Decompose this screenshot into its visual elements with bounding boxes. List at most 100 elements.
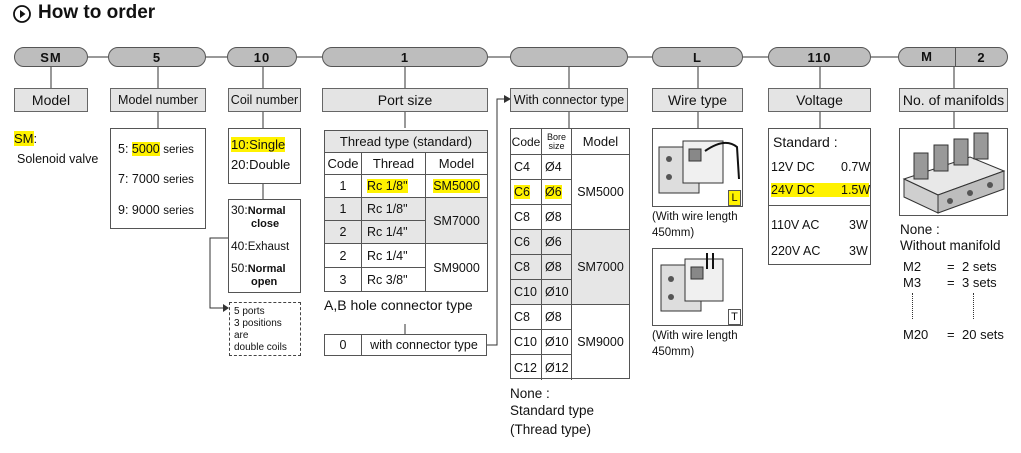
model-number-item-1: 5: 5000 series <box>118 142 194 156</box>
code-pill-manifold-m: M <box>899 48 956 66</box>
conn-row-bore: Ø8 <box>542 255 572 280</box>
port-ab-label: A,B hole connector type <box>324 297 473 313</box>
wire-caption-l-2: 450mm) <box>652 227 695 239</box>
coil-sub-40: 40:Exhaust <box>231 239 289 253</box>
header-port-size: Port size <box>322 88 488 112</box>
wire-caption-l-1: (With wire length <box>652 211 738 223</box>
voltage-w: 0.7W <box>841 160 871 174</box>
manifold-sets: 3 sets <box>962 275 997 290</box>
conn-row-code: C10 <box>511 280 542 305</box>
voltage-row-110v: 110V AC 3W <box>771 218 869 232</box>
coil-sub-code: 50: <box>231 261 248 275</box>
wire-tag-l: L <box>728 190 741 206</box>
conn-col-bore-l2: size <box>548 140 565 151</box>
wire-tag-l-text: L <box>731 192 738 204</box>
manifold-icon <box>902 132 1006 214</box>
port-row-thread: Rc 1/8" <box>362 198 426 221</box>
manifold-eq: = <box>947 327 955 342</box>
port-model-value: SM5000 <box>433 179 480 193</box>
code-pill-port: 1 <box>322 47 488 67</box>
voltage-v: 220V AC <box>771 244 821 258</box>
connector-type-code: 0 <box>325 335 362 355</box>
port-row-thread: Rc 1/8" <box>362 175 426 198</box>
conn-row-bore: Ø8 <box>542 305 572 330</box>
header-model: Model <box>14 88 88 112</box>
conn-row-code-text: C4 <box>514 160 530 174</box>
port-row-code: 3 <box>325 268 362 291</box>
mn-prefix: 5: <box>118 142 129 156</box>
manifold-sets: 2 sets <box>962 259 997 274</box>
code-pill-model: SM <box>14 47 88 67</box>
port-row-code: 2 <box>325 244 362 268</box>
port-model-sm9000: SM9000 <box>433 260 480 275</box>
port-row-code: 1 <box>325 198 362 221</box>
conn-row-code: C12 <box>511 355 542 380</box>
coil-note-line: double coils <box>234 342 287 353</box>
port-col-code: Code <box>325 153 362 175</box>
coil-sub-30: 30:Normal close <box>231 204 286 230</box>
mn-suffix: series <box>163 174 194 186</box>
model-code-colon: : <box>33 131 38 146</box>
coil-sub-line1: Exhaust <box>247 241 290 253</box>
connector-type-label: with connector type <box>370 338 478 352</box>
conn-row-bore-text: Ø10 <box>545 285 569 299</box>
conn-row-code: C4 <box>511 155 542 180</box>
model-number-item-2: 7: 7000 series <box>118 172 194 186</box>
conn-row-bore-text: Ø6 <box>545 235 562 249</box>
wire-caption-t-1: (With wire length <box>652 330 738 342</box>
model-number-item-3: 9: 9000 series <box>118 203 194 217</box>
mn-value: 9000 <box>131 203 160 217</box>
coil-note-line: 3 positions are <box>234 318 282 341</box>
manifold-eq: = <box>947 275 955 290</box>
conn-model-sm7000: SM7000 <box>572 230 629 305</box>
coil-sub-line1: Normal <box>247 205 286 217</box>
model-code: SM: <box>14 131 37 146</box>
header-voltage: Voltage <box>768 88 871 112</box>
coil-item-single: 10:Single <box>231 137 286 152</box>
coil-item-double: 20:Double <box>231 157 291 172</box>
port-row-thread: Rc 3/8" <box>362 268 426 291</box>
voltage-divider <box>768 205 871 206</box>
conn-row-code: C8 <box>511 255 542 280</box>
voltage-w: 3W <box>849 218 868 232</box>
title-bullet-icon <box>13 5 31 23</box>
conn-none-desc2: (Thread type) <box>510 422 592 437</box>
conn-row-code: C8 <box>511 305 542 330</box>
wire-tag-t: T <box>728 309 741 325</box>
page-title: How to order <box>38 2 156 23</box>
header-manifold: No. of manifolds <box>899 88 1008 112</box>
conn-row-bore: Ø12 <box>542 355 572 380</box>
conn-model-sm9000: SM9000 <box>577 334 624 349</box>
code-pill-manifold-n: 2 <box>977 49 986 65</box>
voltage-w: 1.5W <box>841 183 871 197</box>
coil-note-line: 5 ports <box>234 306 265 317</box>
coil-sub-line2: close <box>251 218 280 230</box>
conn-row-code-text: C12 <box>514 360 537 375</box>
manifold-code: M3 <box>903 275 922 290</box>
conn-row-bore: Ø4 <box>542 155 572 180</box>
wire-caption-t-2: 450mm) <box>652 346 695 358</box>
voltage-row-12v: 12V DC 0.7W <box>771 160 871 174</box>
conn-row-bore-text: Ø6 <box>545 185 562 199</box>
coil-sub-50: 50:Normal open <box>231 262 286 288</box>
code-pill-connector <box>510 47 628 67</box>
coil-sub-code: 30: <box>231 203 248 217</box>
conn-none-label: None : <box>510 386 550 401</box>
conn-row-bore: Ø6 <box>542 230 572 255</box>
conn-row-bore: Ø8 <box>542 205 572 230</box>
conn-row-bore-text: Ø8 <box>545 260 562 274</box>
mn-value: 7000 <box>131 172 160 186</box>
model-desc: Solenoid valve <box>17 152 99 166</box>
manifold-none-label: None : <box>900 222 940 237</box>
mn-suffix: series <box>163 205 194 217</box>
coil-sub-line2: open <box>251 276 278 288</box>
conn-col-model: Model <box>572 129 629 155</box>
conn-row-bore-text: Ø4 <box>545 160 562 174</box>
wire-image-t <box>652 248 743 326</box>
conn-row-code-text: C10 <box>514 285 537 299</box>
port-row-code: 2 <box>325 221 362 244</box>
mn-value: 5000 <box>131 142 160 156</box>
port-row-code: 1 <box>325 175 362 198</box>
conn-row-bore: Ø10 <box>542 330 572 355</box>
